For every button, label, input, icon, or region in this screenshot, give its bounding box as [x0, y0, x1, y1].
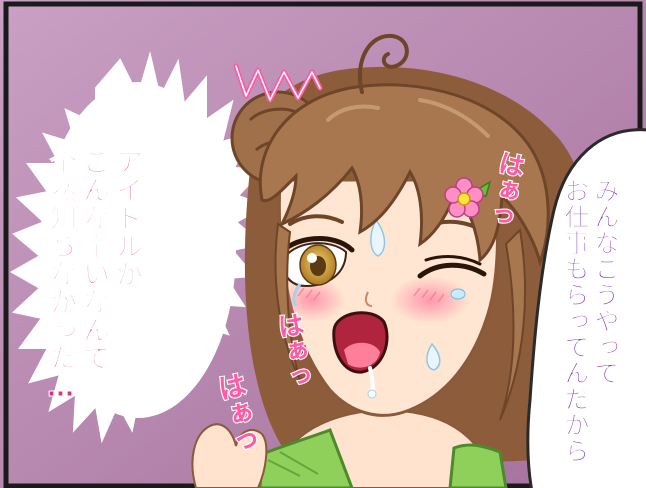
left-eye	[275, 214, 355, 307]
right-speech-bubble	[526, 128, 646, 488]
ahoge	[357, 33, 409, 94]
flower-hairpin-icon	[444, 177, 492, 218]
open-mouth	[332, 311, 389, 399]
right-bubble-text: みんなこうやってお仕事もらってんだから	[561, 178, 621, 465]
sweat-drops	[370, 218, 441, 371]
character-hair-front	[258, 33, 550, 421]
character-body	[258, 408, 508, 488]
left-blush	[278, 278, 346, 322]
nose	[364, 291, 373, 307]
left-burst-bubble	[9, 51, 269, 444]
character-face	[275, 178, 499, 417]
hand	[191, 423, 268, 488]
left-bubble-text: アイドルがこんな辛いなんて全然知らなかった…	[45, 148, 143, 405]
